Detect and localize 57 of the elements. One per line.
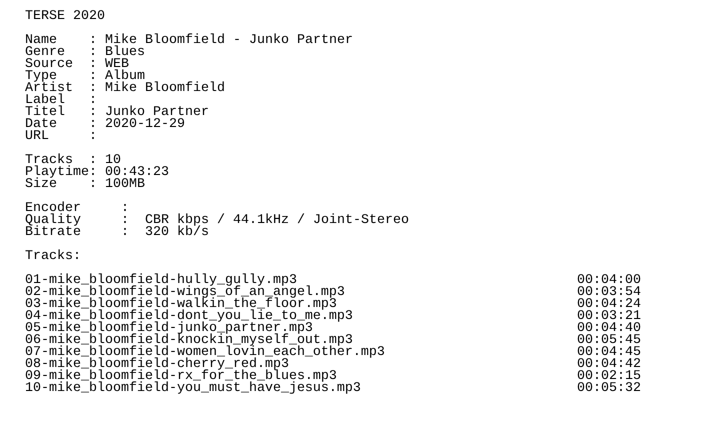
separator-colon: : xyxy=(89,155,97,167)
field-name: Source xyxy=(25,59,73,71)
field-name: URL xyxy=(25,131,49,143)
track-duration: 00:04:40 xyxy=(577,323,641,335)
track-filename: 05-mike_bloomfield-junko_partner.mp3 xyxy=(25,323,313,335)
track-filename: 06-mike_bloomfield-knockin_myself_out.mp3 xyxy=(25,335,353,347)
field-name: Size xyxy=(25,179,57,191)
field-value: Blues xyxy=(105,47,145,59)
field-value: 00:43:23 xyxy=(105,167,169,179)
separator-colon: : xyxy=(89,119,97,131)
track-duration: 00:03:21 xyxy=(577,311,641,323)
track-filename: 02-mike_bloomfield-wings_of_an_angel.mp3 xyxy=(25,287,345,299)
separator-colon: : xyxy=(89,47,97,59)
separator-colon: : xyxy=(89,83,97,95)
field-value: Junko Partner xyxy=(105,107,209,119)
track-duration: 00:02:15 xyxy=(577,371,641,383)
field-name: Quality xyxy=(25,215,81,227)
separator-colon: : xyxy=(89,167,97,179)
track-filename: 01-mike_bloomfield-hully_gully.mp3 xyxy=(25,275,297,287)
track-duration: 00:04:42 xyxy=(577,359,641,371)
track-duration: 00:04:00 xyxy=(577,275,641,287)
field-value: 2020-12-29 xyxy=(105,119,185,131)
separator-colon: : xyxy=(121,227,129,239)
field-name: Tracks: xyxy=(25,251,81,263)
track-duration: 00:05:32 xyxy=(577,383,641,395)
separator-colon: : xyxy=(89,35,97,47)
release-group-text: TERSE 2020 xyxy=(25,11,105,23)
separator-colon: : xyxy=(121,203,129,215)
field-value: CBR kbps / 44.1kHz / Joint-Stereo xyxy=(145,215,409,227)
track-duration: 00:04:45 xyxy=(577,347,641,359)
field-value: 320 kb/s xyxy=(145,227,209,239)
separator-colon: : xyxy=(121,215,129,227)
field-name: Bitrate xyxy=(25,227,81,239)
track-filename: 03-mike_bloomfield-walkin_the_floor.mp3 xyxy=(25,299,337,311)
separator-colon: : xyxy=(89,179,97,191)
track-filename: 08-mike_bloomfield-cherry_red.mp3 xyxy=(25,359,289,371)
field-name: Date xyxy=(25,119,57,131)
track-filename: 10-mike_bloomfield-you_must_have_jesus.mp3 xyxy=(25,383,361,395)
field-value: 100MB xyxy=(105,179,145,191)
field-value: Mike Bloomfield xyxy=(105,83,225,95)
separator-colon: : xyxy=(89,59,97,71)
separator-colon: : xyxy=(89,107,97,119)
separator-colon: : xyxy=(89,95,97,107)
track-filename: 09-mike_bloomfield-rx_for_the_blues.mp3 xyxy=(25,371,337,383)
field-name: Type xyxy=(25,71,57,83)
track-filename: 07-mike_bloomfield-women_lovin_each_other.mp3 xyxy=(25,347,385,359)
field-name: Name xyxy=(25,35,57,47)
track-duration: 00:03:54 xyxy=(577,287,641,299)
field-value: 10 xyxy=(105,155,121,167)
track-duration: 00:05:45 xyxy=(577,335,641,347)
separator-colon: : xyxy=(89,71,97,83)
field-name: Titel xyxy=(25,107,65,119)
field-name: Genre xyxy=(25,47,65,59)
separator-colon: : xyxy=(89,131,97,143)
field-name: Playtime xyxy=(25,167,89,179)
track-filename: 04-mike_bloomfield-dont_you_lie_to_me.mp3 xyxy=(25,311,353,323)
track-duration: 00:04:24 xyxy=(577,299,641,311)
